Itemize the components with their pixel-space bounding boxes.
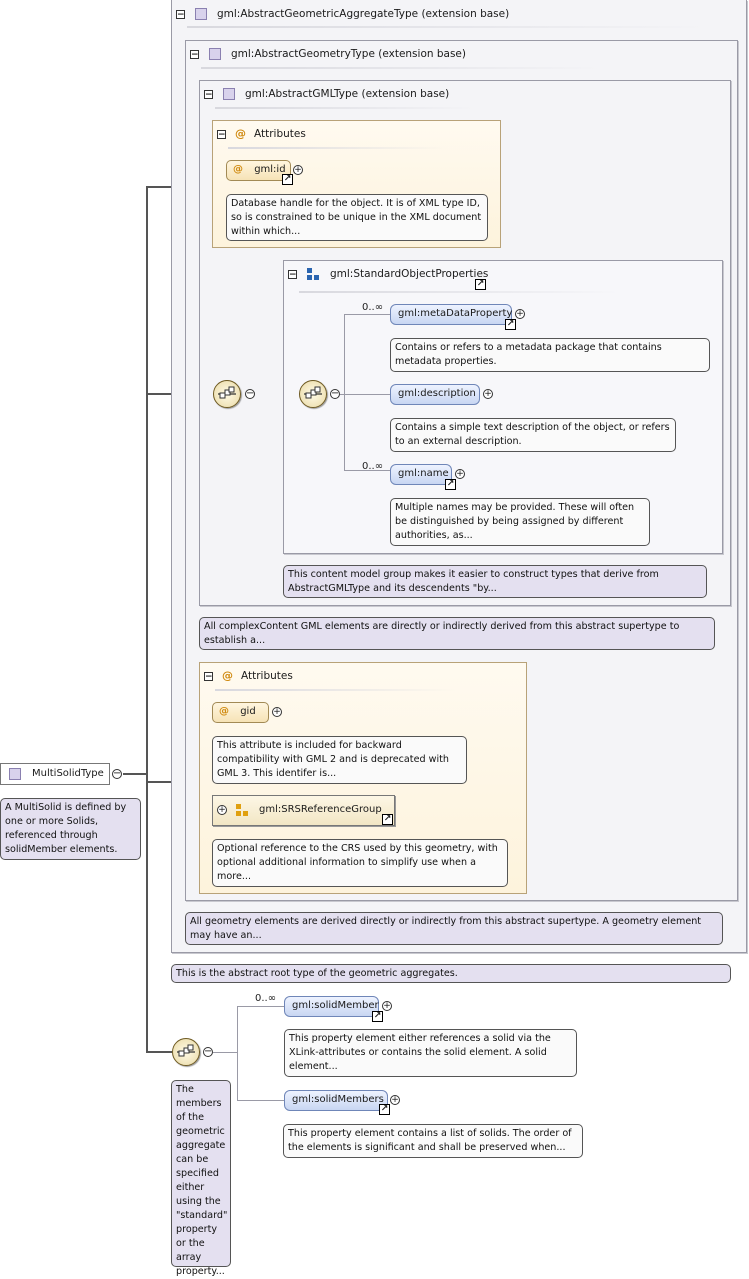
at-icon: @ (219, 706, 229, 717)
group-icon (307, 268, 319, 280)
doc-solid-members: This property element contains a list of… (283, 1124, 583, 1158)
link-arrow-icon[interactable]: ↗ (445, 479, 456, 490)
card-solid-member: 0..∞ (255, 993, 277, 1004)
doc-members-sequence: The members of the geometric aggregate c… (171, 1080, 231, 1277)
ext-geometry-title: gml:AbstractGeometryType (extension base… (231, 48, 466, 60)
at-icon: @ (235, 127, 246, 140)
divider (215, 107, 475, 109)
doc-root: A MultiSolid is defined by one or more S… (0, 798, 141, 860)
attr-gid-label: gid (240, 706, 256, 717)
collapse-toggle[interactable]: − (204, 90, 213, 100)
doc-srs: Optional reference to the CRS used by th… (212, 839, 508, 887)
expand-icon[interactable]: + (483, 389, 493, 399)
doc-solid-member: This property element either references … (284, 1029, 577, 1077)
sequence-glyph (304, 386, 322, 399)
doc-gml-id: Database handle for the object. It is of… (226, 194, 488, 241)
sequence-icon-members[interactable] (172, 1038, 200, 1066)
card-name: 0..∞ (362, 461, 384, 472)
card-metadata: 0..∞ (362, 302, 384, 313)
branch-trunk (344, 314, 345, 470)
connector-trunk (146, 186, 148, 1052)
branch-members-stub (213, 1052, 238, 1053)
sequence-glyph (218, 386, 236, 399)
sequence-icon-std[interactable] (299, 380, 327, 408)
expand-icon[interactable]: + (390, 1095, 400, 1105)
doc-metadata-property: Contains or refers to a metadata package… (390, 338, 710, 372)
sequence-glyph (177, 1044, 195, 1057)
attr-gml-id-label: gml:id (254, 164, 286, 175)
attributes-title: Attributes (254, 128, 306, 140)
doc-ext-gml: All complexContent GML elements are dire… (199, 617, 715, 650)
complex-type-icon (195, 8, 207, 20)
collapse-toggle[interactable]: − (176, 10, 185, 20)
attr-gid[interactable]: @ gid (212, 702, 269, 723)
collapse-toggle[interactable]: − (217, 130, 226, 140)
elem-solid-member[interactable]: gml:solidMember (284, 996, 379, 1017)
complex-type-icon (9, 768, 21, 780)
at-icon: @ (233, 164, 243, 175)
divider (228, 147, 448, 149)
connector-to-members (146, 1051, 172, 1053)
attr-gml-id[interactable]: @ gml:id (226, 160, 291, 181)
doc-gid: This attribute is included for backward … (212, 736, 467, 784)
ext-aggregate-title: gml:AbstractGeometricAggregateType (exte… (217, 8, 510, 20)
collapse-root-icon[interactable]: − (112, 768, 122, 779)
divider (215, 689, 455, 691)
srs-reference-group[interactable]: + gml:SRSReferenceGroup (212, 795, 395, 826)
doc-ext-geometry: All geometry elements are derived direct… (185, 912, 723, 945)
divider (187, 26, 707, 28)
ext-gml-title: gml:AbstractGMLType (extension base) (245, 88, 450, 100)
expand-icon[interactable]: + (217, 805, 227, 815)
branch-solid-member (237, 1006, 284, 1007)
expand-icon[interactable]: + (515, 309, 525, 319)
collapse-toggle[interactable]: − (288, 270, 297, 280)
collapse-toggle[interactable]: − (204, 672, 213, 682)
elem-description[interactable]: gml:description (390, 384, 480, 405)
std-props-title: gml:StandardObjectProperties (330, 268, 489, 280)
collapse-sequence-icon[interactable]: − (330, 388, 340, 399)
elem-name[interactable]: gml:name (390, 464, 452, 485)
doc-name: Multiple names may be provided. These wi… (390, 498, 650, 546)
link-arrow-icon[interactable]: ↗ (382, 814, 393, 825)
srs-label: gml:SRSReferenceGroup (259, 804, 382, 815)
divider (201, 67, 601, 69)
elem-metadata-property[interactable]: gml:metaDataProperty (390, 304, 512, 325)
attributes-title: Attributes (241, 670, 293, 682)
divider (299, 291, 619, 293)
branch-metadata (344, 314, 391, 315)
collapse-toggle[interactable]: − (190, 50, 199, 60)
branch-description (340, 394, 391, 395)
expand-icon[interactable]: + (272, 707, 282, 717)
expand-icon[interactable]: + (455, 469, 465, 479)
root-type-label: MultiSolidType (32, 768, 104, 779)
collapse-sequence-icon[interactable]: − (245, 388, 255, 399)
link-arrow-icon[interactable]: ↗ (379, 1104, 390, 1115)
doc-ext-aggregate: This is the abstract root type of the ge… (171, 964, 731, 983)
link-arrow-icon[interactable]: ↗ (505, 319, 516, 330)
collapse-sequence-icon[interactable]: − (203, 1046, 213, 1057)
root-type-node[interactable]: MultiSolidType (0, 763, 110, 785)
sequence-icon-outer[interactable] (213, 380, 241, 408)
link-arrow-icon[interactable]: ↗ (372, 1011, 383, 1022)
branch-solid-members (237, 1100, 284, 1101)
complex-type-icon (209, 48, 221, 60)
branch-members-trunk (237, 1006, 238, 1100)
doc-description: Contains a simple text description of th… (390, 418, 676, 452)
link-arrow-icon[interactable]: ↗ (282, 174, 293, 185)
expand-icon[interactable]: + (293, 165, 303, 175)
doc-std-props: This content model group makes it easier… (283, 565, 707, 598)
connector-root (123, 773, 147, 775)
elem-solid-members[interactable]: gml:solidMembers (284, 1090, 388, 1111)
link-arrow-icon[interactable]: ↗ (475, 279, 486, 290)
expand-icon[interactable]: + (382, 1001, 392, 1011)
attr-group-icon (236, 804, 248, 816)
complex-type-icon (223, 88, 235, 100)
at-icon: @ (222, 669, 233, 682)
branch-name (344, 470, 391, 471)
